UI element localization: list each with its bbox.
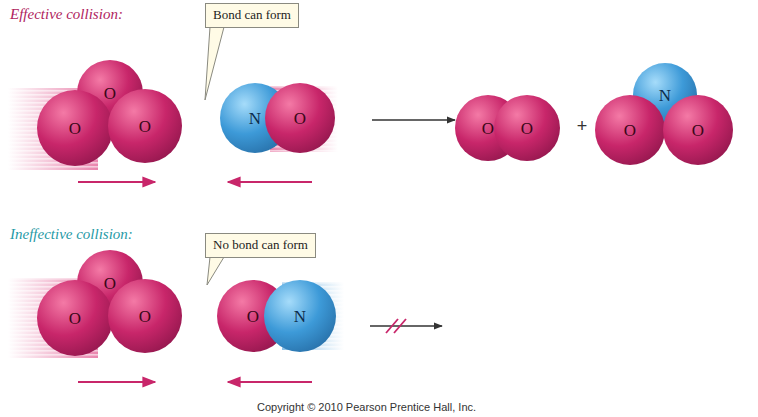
atom-symbol: O [104, 275, 116, 292]
callout-box: No bond can form [205, 233, 316, 258]
atom-sphere: O [663, 95, 733, 165]
atom-symbol: O [139, 308, 151, 325]
atom-symbol: O [247, 308, 259, 325]
callout-text: Bond can form [213, 8, 291, 23]
copyright-note: Copyright © 2010 Pearson Prentice Hall, … [257, 401, 476, 413]
section-heading: Effective collision: [10, 6, 123, 23]
motion-arrow [78, 381, 155, 383]
atom-symbol: O [692, 122, 704, 139]
section-heading: Ineffective collision: [10, 226, 133, 243]
atom-symbol: O [294, 110, 306, 127]
callout-tail [207, 257, 224, 285]
motion-streak [8, 278, 344, 358]
atom-symbol: O [482, 120, 494, 137]
atom-sphere: O [265, 83, 335, 153]
atom-symbol: N [659, 87, 671, 104]
atom-symbol: N [249, 110, 261, 127]
atom-symbol: N [294, 308, 306, 325]
atom-symbol: O [521, 120, 533, 137]
atom-sphere: O [108, 279, 182, 353]
atom-symbol: O [104, 85, 116, 102]
callout-tail [205, 27, 224, 100]
reaction-arrow [372, 119, 455, 121]
atom-sphere: O [37, 90, 113, 166]
motion-arrow [228, 181, 312, 183]
atom-symbol: O [69, 120, 81, 137]
atom-sphere: N [264, 280, 336, 352]
atom-sphere: O [37, 280, 113, 356]
atom-sphere: O [494, 95, 560, 161]
motion-arrow [228, 381, 312, 383]
callout-box: Bond can form [205, 3, 299, 28]
atom-symbol: O [69, 310, 81, 327]
atom-symbol: O [139, 118, 151, 135]
motion-arrow [78, 181, 155, 183]
atom-sphere: O [108, 89, 182, 163]
callout-text: No bond can form [213, 238, 308, 253]
plus-sign: + [577, 116, 588, 137]
blocked-arrow [370, 319, 442, 333]
atom-sphere: O [595, 95, 665, 165]
atom-symbol: O [624, 122, 636, 139]
